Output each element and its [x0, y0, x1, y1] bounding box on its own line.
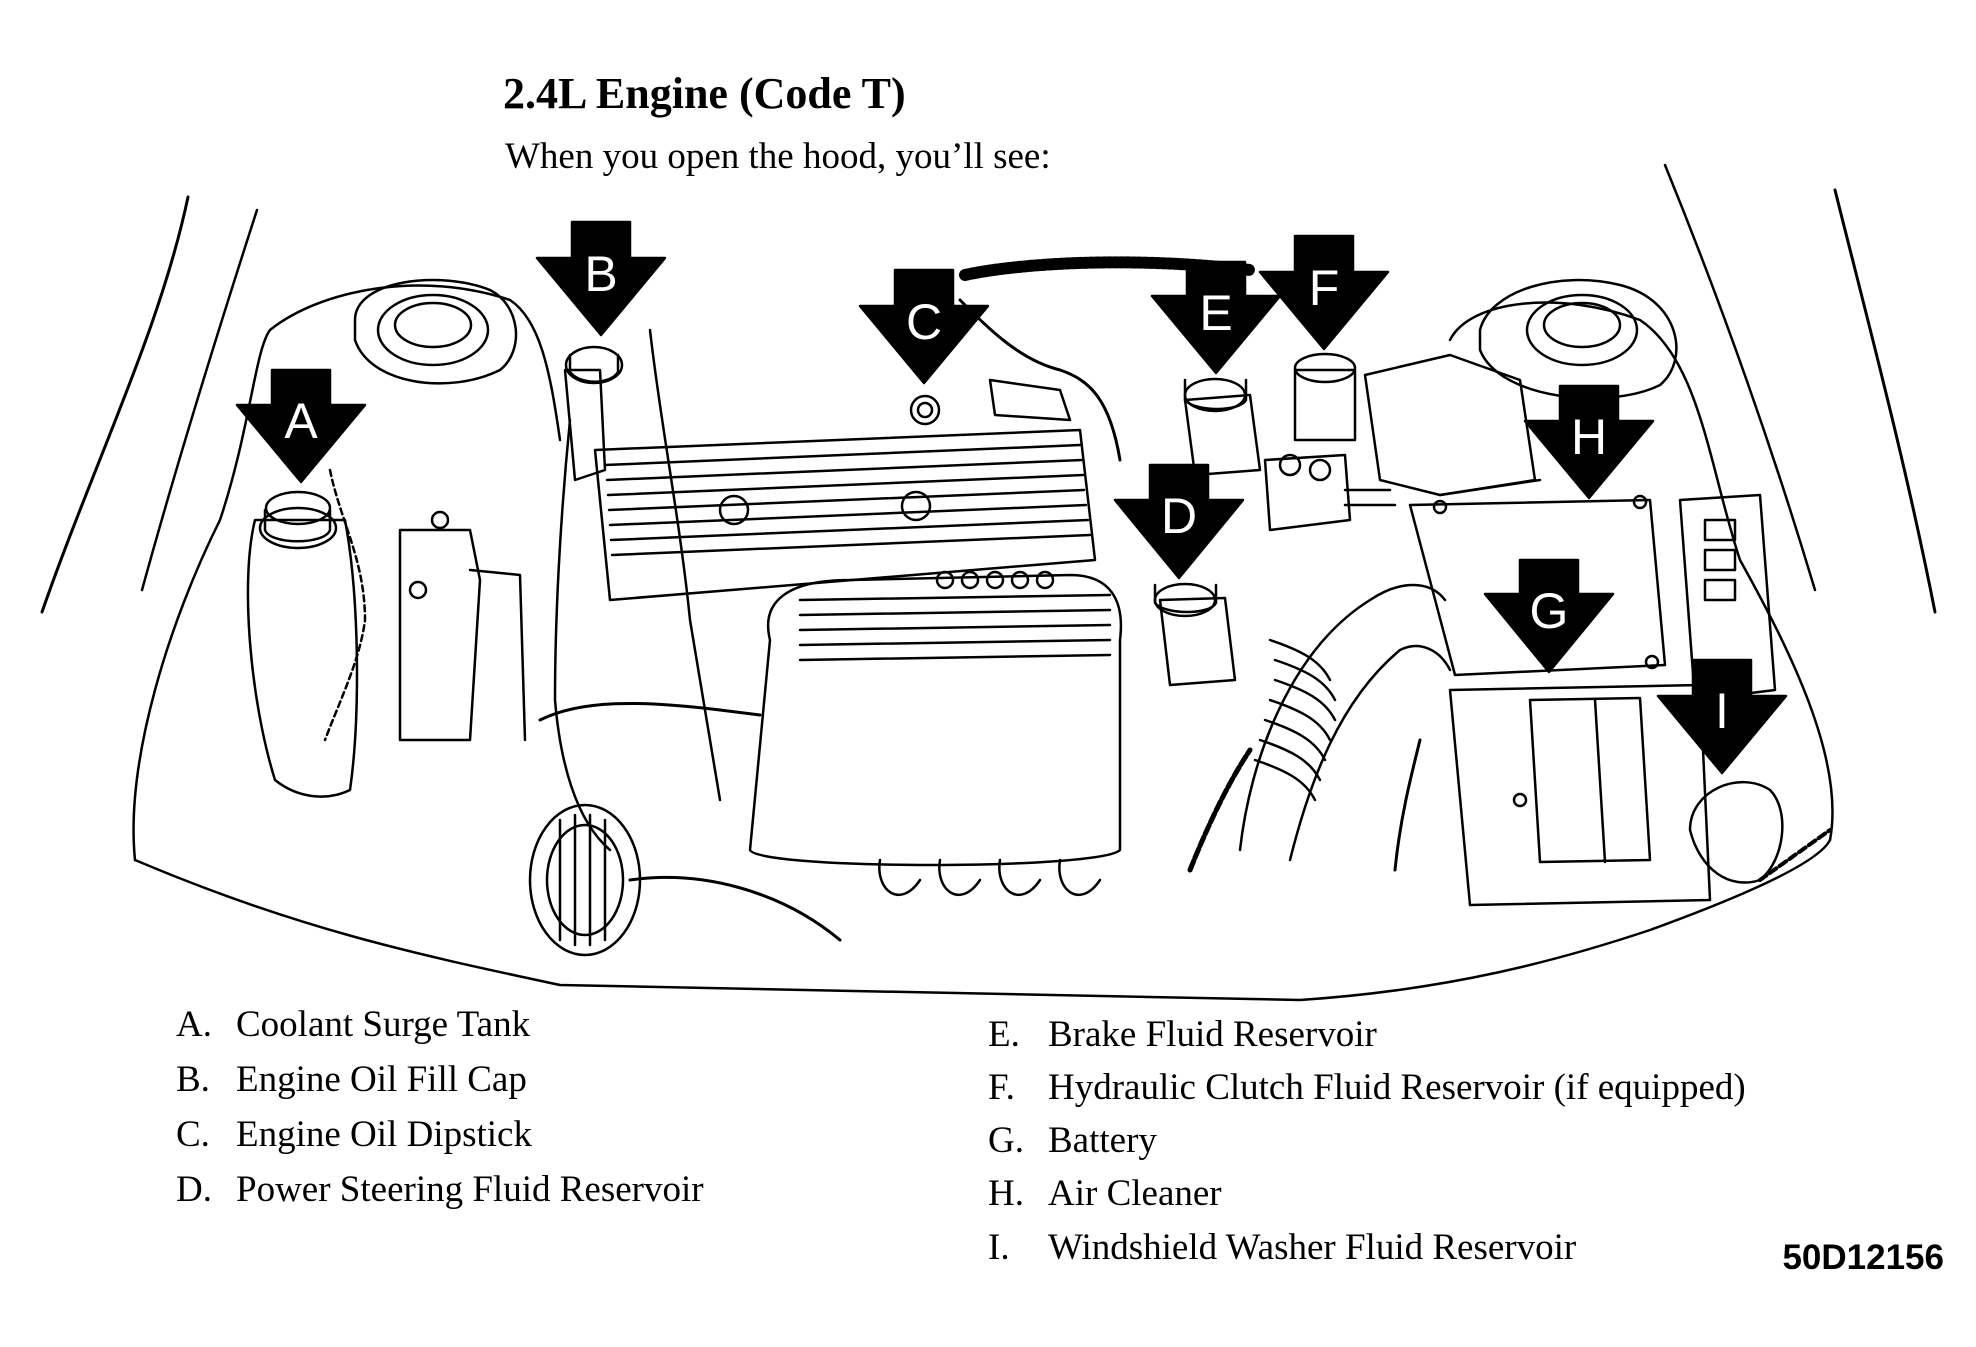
legend-label: Coolant Surge Tank — [236, 1004, 531, 1045]
clutch-fluid-reservoir — [1293, 352, 1357, 442]
legend-key: G. — [988, 1120, 1024, 1161]
legend-item-b: B. Engine Oil Fill Cap — [176, 1058, 527, 1101]
legend-item-h: H. Air Cleaner — [988, 1172, 1222, 1215]
legend-item-f: F. Hydraulic Clutch Fluid Reservoir (if e… — [988, 1066, 1746, 1109]
legend-key: F. — [988, 1067, 1015, 1108]
legend-item-c: C. Engine Oil Dipstick — [176, 1113, 532, 1156]
callout-arrow-i — [1656, 658, 1788, 775]
callout-arrow-h — [1523, 384, 1655, 500]
legend-key: E. — [988, 1014, 1020, 1055]
strut-tower-right — [1478, 278, 1678, 400]
callout-letter-a: A — [284, 393, 318, 449]
legend-label: Power Steering Fluid Reservoir — [236, 1169, 704, 1210]
callout-arrow-d — [1113, 463, 1245, 580]
engine-oil-fill-cap — [563, 345, 624, 482]
alternator — [528, 803, 642, 957]
callout-arrow-b — [535, 220, 667, 337]
hood-outline — [40, 163, 1937, 1002]
fuse-block — [1678, 493, 1777, 702]
legend-key: D. — [176, 1169, 212, 1210]
callout-arrows — [235, 220, 1788, 775]
callout-arrow-f — [1258, 234, 1390, 351]
brake-fluid-reservoir — [1183, 377, 1262, 477]
legend-key: H. — [988, 1173, 1024, 1214]
washer-fluid-reservoir — [1688, 780, 1832, 884]
callout-arrow-c — [858, 268, 990, 385]
legend-label: Windshield Washer Fluid Reservoir — [1048, 1227, 1577, 1268]
legend-label: Air Cleaner — [1048, 1173, 1222, 1214]
legend-item-a: A. Coolant Surge Tank — [176, 1003, 530, 1046]
legend-key: I. — [988, 1227, 1010, 1268]
strut-tower-left — [353, 278, 518, 385]
callout-letter-f: F — [1309, 260, 1340, 316]
legend-label: Battery — [1048, 1120, 1157, 1161]
intake-manifold — [748, 570, 1123, 896]
legend-item-g: G. Battery — [988, 1119, 1157, 1162]
legend-item-d: D. Power Steering Fluid Reservoir — [176, 1168, 704, 1211]
legend-label: Engine Oil Dipstick — [236, 1114, 532, 1155]
figure-code: 50D12156 — [1782, 1238, 1944, 1277]
callout-arrow-g — [1483, 558, 1615, 674]
callout-letter-b: B — [584, 246, 617, 302]
power-steering-reservoir — [1153, 582, 1237, 687]
air-intake-duct — [1238, 583, 1452, 862]
callout-letter-g: G — [1530, 583, 1569, 639]
legend-item-i: I. Windshield Washer Fluid Reservoir — [988, 1226, 1576, 1269]
air-cleaner — [1363, 353, 1667, 677]
callout-letter-i: I — [1715, 683, 1729, 739]
legend-key: A. — [176, 1004, 212, 1045]
legend-item-e: E. Brake Fluid Reservoir — [988, 1013, 1377, 1056]
callout-arrow-a — [235, 368, 367, 484]
legend-key: B. — [176, 1059, 210, 1100]
callout-letter-e: E — [1199, 285, 1232, 341]
page-subtitle: When you open the hood, you’ll see: — [505, 136, 1051, 177]
battery — [1448, 683, 1712, 907]
coolant-hose — [323, 468, 367, 742]
page-title: 2.4L Engine (Code T) — [503, 69, 906, 118]
relay-bracket — [398, 510, 527, 742]
legend-label: Hydraulic Clutch Fluid Reservoir (if equ… — [1048, 1067, 1746, 1108]
callout-letter-h: H — [1571, 409, 1607, 465]
callout-letter-c: C — [906, 294, 942, 350]
legend-label: Engine Oil Fill Cap — [236, 1059, 527, 1100]
callout-letter-d: D — [1161, 488, 1197, 544]
coolant-surge-tank — [246, 490, 359, 798]
legend-key: C. — [176, 1114, 210, 1155]
engine-oil-dipstick — [648, 328, 941, 802]
legend-label: Brake Fluid Reservoir — [1048, 1014, 1377, 1055]
oil-fill-tube — [553, 418, 612, 852]
callout-arrow-e — [1150, 260, 1282, 375]
valve-cover — [593, 428, 1097, 602]
master-cylinder — [1263, 453, 1397, 532]
